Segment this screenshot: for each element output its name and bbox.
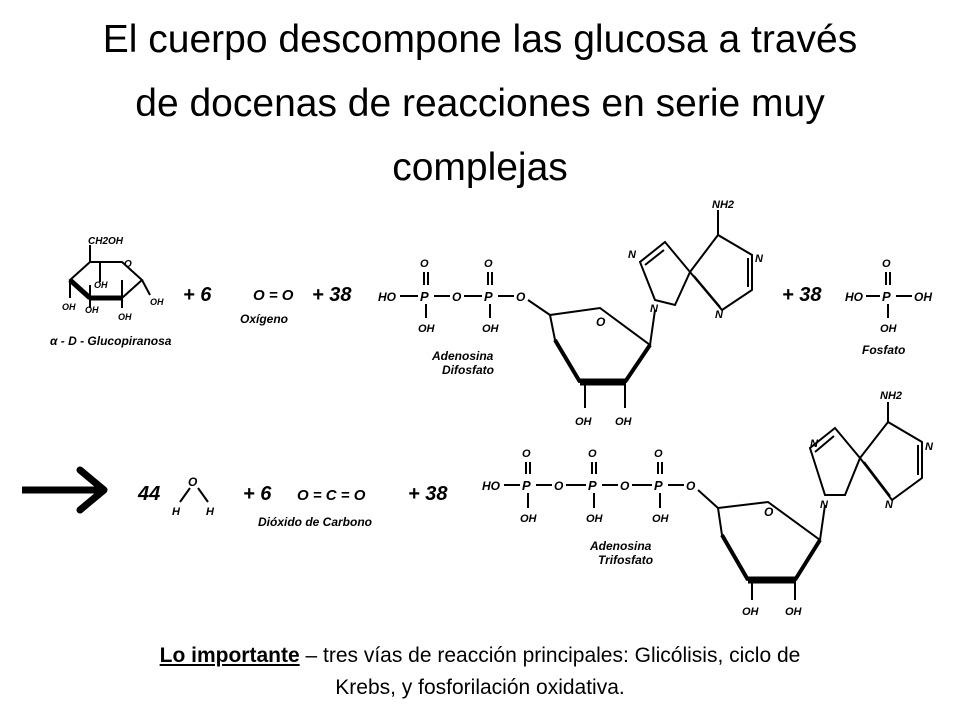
atp-o-top-1: O [522, 448, 531, 460]
co2-formula: O = C = O [297, 487, 366, 504]
atp-name-line1: Adenosina [589, 539, 652, 553]
atp-o-bridge-2: O [620, 479, 630, 493]
atp-adenine-n4: N [885, 499, 894, 511]
atp-ribose-o: O [764, 505, 774, 519]
atp-adenine-n2: N [810, 438, 819, 450]
coef-atp: + 38 [408, 483, 448, 505]
adp-nh2: NH2 [712, 199, 734, 211]
adp-adenine-n3: N [755, 253, 764, 265]
glucose-oh-5: OH [85, 305, 99, 315]
title-line-2: de docenas de reacciones en serie muy [135, 82, 825, 125]
atp-ribose-oh-1: OH [742, 606, 760, 618]
phosphate-molecule: HO P O OH OH Fosfato [845, 258, 932, 357]
oxygen-name: Oxígeno [240, 312, 288, 326]
coef-adp: + 38 [312, 284, 352, 306]
co2-name: Dióxido de Carbono [258, 515, 372, 529]
atp-adenine-n3: N [925, 441, 934, 453]
glucose-name: α - D - Glucopiranosa [50, 334, 172, 348]
title-line-1: El cuerpo descompone las glucosa a travé… [102, 18, 858, 61]
water-o: O [188, 475, 198, 489]
glucose-oh-4: OH [118, 312, 132, 322]
atp-o-top-3: O [654, 448, 663, 460]
coef-oxygen: + 6 [183, 284, 212, 306]
water-h-1: H [172, 506, 181, 518]
arrow-right-icon [22, 466, 108, 514]
adp-ho: HO [378, 290, 397, 304]
adp-oh-1: OH [418, 323, 436, 335]
adp-adenine-n2: N [628, 249, 637, 261]
atp-nh2: NH2 [880, 390, 902, 402]
adp-ribose-oh-2: OH [615, 416, 633, 428]
adp-o-ester: O [516, 290, 526, 304]
atp-oh-3: OH [652, 513, 670, 525]
caption-line-2: Krebs, y fosforilación oxidativa. [335, 676, 625, 699]
phosphate-oh-right: OH [914, 290, 932, 304]
atp-name-line2: Trifosfato [598, 553, 653, 567]
atp-o-bridge-1: O [554, 479, 564, 493]
adp-p2: P [484, 289, 493, 304]
adp-name-line1: Adenosina [431, 349, 494, 363]
atp-oh-1: OH [520, 513, 538, 525]
glucose-molecule: CH2OH O OH OH OH OH OH α - D - Glucopira… [50, 236, 172, 348]
atp-o-top-2: O [588, 448, 597, 460]
atp-molecule: HO P O OH O P O OH O P O OH O O OH OH [482, 390, 934, 618]
adp-ribose-o: O [596, 315, 606, 329]
atp-oh-2: OH [586, 513, 604, 525]
atp-p3: P [654, 478, 663, 493]
phosphate-ho: HO [845, 290, 864, 304]
adp-o-top-2: O [484, 258, 493, 270]
oxygen-molecule: O = O Oxígeno [240, 287, 294, 326]
atp-p2: P [588, 478, 597, 493]
glucose-oh-3: OH [62, 302, 76, 312]
caption-lead: Lo importante [159, 644, 300, 667]
phosphate-oh-bottom: OH [880, 323, 898, 335]
adp-ribose-oh-1: OH [575, 416, 593, 428]
water-molecule: O H H [172, 475, 215, 518]
phosphate-o: O [882, 258, 891, 270]
adp-adenine-n4: N [715, 309, 724, 321]
atp-o-ester: O [686, 479, 696, 493]
caption-rest: – tres vías de reacción principales: Gli… [299, 644, 801, 667]
adp-adenine-n1: N [650, 303, 659, 315]
slide-title: El cuerpo descompone las glucosa a travé… [20, 8, 940, 200]
adp-o-top-1: O [420, 258, 429, 270]
atp-p1: P [522, 478, 531, 493]
glucose-oh-1: OH [94, 280, 108, 290]
coef-water: 44 [137, 483, 160, 505]
phosphate-p: P [882, 289, 891, 304]
atp-ho: HO [482, 479, 501, 493]
key-point-caption: Lo importante – tres vías de reacción pr… [20, 640, 940, 704]
adp-name-line2: Difosfato [442, 363, 494, 377]
coef-phosphate: + 38 [782, 284, 822, 306]
adp-o-bridge: O [452, 290, 462, 304]
atp-ribose-oh-2: OH [785, 606, 803, 618]
phosphate-name: Fosfato [862, 343, 905, 357]
adp-oh-2: OH [482, 323, 500, 335]
reaction-diagram: CH2OH O OH OH OH OH OH α - D - Glucopira… [22, 199, 934, 618]
glucose-ch2oh-label: CH2OH [88, 236, 124, 247]
co2-molecule: O = C = O Dióxido de Carbono [258, 487, 372, 529]
glucose-ring-o-label: O [124, 259, 132, 270]
caption-line-1: Lo importante – tres vías de reacción pr… [20, 640, 940, 672]
title-line-3: complejas [392, 146, 568, 189]
oxygen-formula: O = O [253, 287, 294, 304]
coef-co2: + 6 [243, 483, 272, 505]
water-h-2: H [206, 506, 215, 518]
adp-molecule: HO P O OH O P O OH O O OH OH N N N [378, 199, 764, 428]
glucose-oh-2: OH [150, 297, 164, 307]
atp-adenine-n1: N [820, 499, 829, 511]
adp-p1: P [420, 289, 429, 304]
